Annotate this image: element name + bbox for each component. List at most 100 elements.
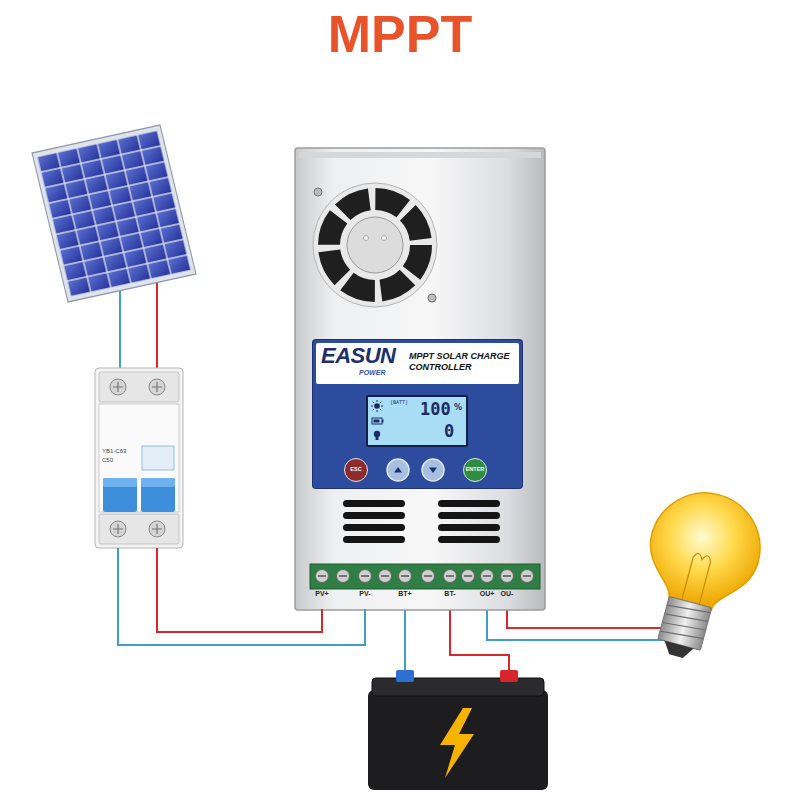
- brand-tagline: POWER: [359, 369, 385, 376]
- button-label: ENTER: [466, 467, 485, 473]
- light-bulb: [623, 481, 772, 671]
- lightning-symbol: [440, 708, 474, 778]
- sun-rays: [371, 400, 383, 412]
- button-cap: [422, 459, 444, 481]
- breaker-toggle: [141, 478, 175, 512]
- fan-mark: [382, 236, 387, 241]
- wire: [157, 548, 322, 632]
- circuit-breaker-body: [95, 368, 183, 548]
- lcd-reading: 0: [444, 423, 454, 440]
- text-slot: YB1-C63: [102, 448, 126, 454]
- arrow-down-symbol: [429, 468, 437, 474]
- lcd-indicator: [BATT]: [390, 400, 408, 405]
- wire: [507, 610, 674, 628]
- screw-slot: [113, 524, 123, 534]
- wire: [487, 610, 674, 640]
- terminal-block: PV+: [313, 589, 330, 609]
- battery-icon: [372, 418, 382, 424]
- breaker-terminal: [99, 514, 179, 544]
- lcd-unit: %: [454, 404, 462, 412]
- breaker-rating: C50: [102, 457, 113, 463]
- battery-body: [368, 690, 548, 790]
- brand-logo: EASUN: [321, 345, 396, 367]
- product-name: MPPT SOLAR CHARGE CONTROLLER: [409, 351, 517, 373]
- breaker-front: [99, 404, 179, 512]
- breaker-model: YB1-C63: [102, 448, 126, 454]
- battery-terminal: [500, 670, 518, 682]
- terminal-screws: [316, 570, 534, 583]
- vent-slot: [438, 536, 500, 543]
- button-cap: [387, 459, 409, 481]
- wire: [450, 610, 509, 674]
- text-slot: C50: [102, 457, 113, 463]
- housing-lip: [299, 152, 541, 158]
- fan-mark: [364, 236, 369, 241]
- vent-slot: [438, 524, 500, 531]
- vent-slot: [343, 512, 405, 519]
- vent-slot: [438, 500, 500, 507]
- lcd-screen: [BATT] 100% 0: [366, 395, 468, 447]
- lcd-reading: 100: [420, 401, 451, 418]
- bulb-icon: [374, 431, 380, 437]
- panel-cells: [37, 130, 191, 296]
- circuit-breaker: YB1-C63C50: [95, 368, 183, 548]
- terminal-strip: [310, 564, 540, 589]
- sun-icon: [374, 403, 380, 409]
- breaker-plate: [142, 446, 174, 470]
- control-panel: EASUN POWER MPPT SOLAR CHARGE CONTROLLER [B…: [313, 340, 522, 488]
- battery-terminal: [396, 670, 414, 682]
- screw: [149, 521, 165, 537]
- text-slot: 0: [444, 423, 454, 440]
- page-title: MPPT: [0, 0, 800, 60]
- terminal-label: BT-: [444, 590, 455, 597]
- screw-slot: [152, 382, 162, 392]
- battery: [368, 670, 548, 790]
- screw: [314, 188, 322, 196]
- terminal-block: OU+: [478, 589, 497, 609]
- bulb-thread: [660, 601, 711, 642]
- terminal-label: OU-: [501, 590, 514, 597]
- text-slot: 100: [420, 401, 451, 418]
- text-slot: [BATT]: [390, 400, 408, 405]
- bulb-icon-base: [376, 437, 379, 440]
- breaker-case: [95, 368, 183, 548]
- text-slot: %: [454, 404, 462, 412]
- solar-panel: [32, 125, 196, 302]
- up-button: [387, 459, 409, 481]
- terminal-label: BT+: [398, 590, 411, 597]
- wire: [404, 610, 406, 674]
- button-label: ESC: [350, 467, 361, 473]
- fan-slots: [329, 199, 421, 291]
- enter-button: ENTER: [463, 458, 487, 482]
- toggle-highlight: [103, 478, 137, 487]
- vent-slot: [343, 524, 405, 531]
- screw: [149, 379, 165, 395]
- terminal-label: PV+: [315, 590, 328, 597]
- label-strip: [316, 343, 519, 384]
- arrow-up-symbol: [394, 467, 402, 473]
- fan-hub: [347, 217, 403, 273]
- bulb-glass: [637, 481, 772, 619]
- battery-level: [374, 420, 380, 423]
- screw: [110, 521, 126, 537]
- screw-slot: [113, 382, 123, 392]
- bulb-filament: [682, 552, 712, 604]
- terminal-label: OU+: [480, 590, 495, 597]
- text-slot: MPPT SOLAR CHARGE CONTROLLER: [409, 351, 517, 373]
- down-button: [422, 459, 444, 481]
- terminal-block: BT-: [442, 589, 457, 609]
- breaker-toggle: [103, 478, 137, 512]
- housing: [295, 148, 545, 610]
- wire: [118, 548, 365, 645]
- screw-slots: [318, 575, 531, 576]
- vent-slot: [343, 500, 405, 507]
- text-slot: EASUN: [321, 345, 396, 367]
- screw-slot: [152, 524, 162, 534]
- terminal-block: OU-: [499, 589, 516, 609]
- wire-group: [120, 283, 674, 674]
- breaker-terminal: [99, 372, 179, 402]
- screw: [428, 294, 436, 302]
- panel-frame: [32, 125, 196, 302]
- battery-nub: [382, 420, 384, 423]
- bulb-tip: [662, 641, 694, 660]
